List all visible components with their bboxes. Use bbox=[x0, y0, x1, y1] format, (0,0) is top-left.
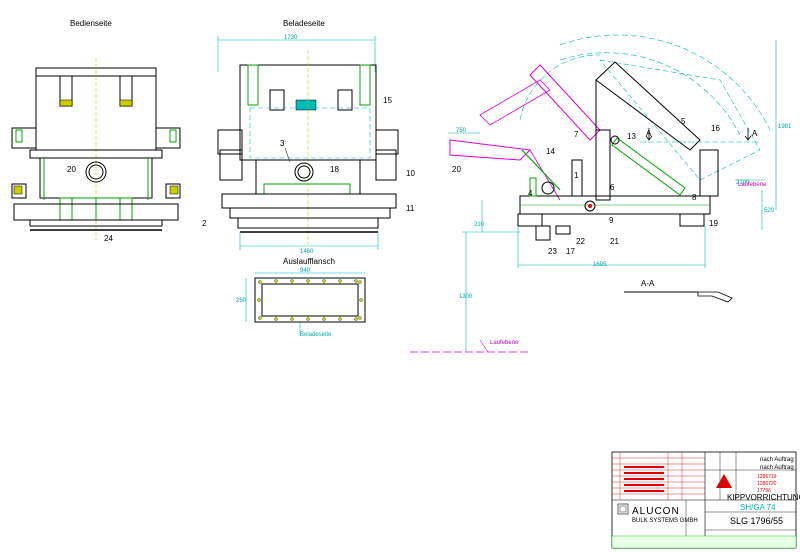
dim-250: 250 bbox=[236, 298, 247, 304]
part-label-4: 4 bbox=[528, 189, 533, 198]
drawing-sub: SH/GA 74 bbox=[740, 503, 776, 512]
operator-side-view: Bedienseite 20 24 bbox=[11, 19, 181, 243]
running-level-label-2: Laufebene bbox=[738, 182, 767, 188]
part-label-20b: 20 bbox=[452, 165, 461, 174]
title-block-cells bbox=[685, 500, 796, 536]
rev-code-2: 1286720 bbox=[757, 481, 777, 487]
dim-940: 940 bbox=[300, 268, 311, 274]
part-label-19: 19 bbox=[709, 219, 718, 228]
dim-520: 520 bbox=[764, 208, 775, 214]
section-aa-title: A-A bbox=[641, 279, 655, 288]
part-label-13: 13 bbox=[627, 132, 636, 141]
part-label-24: 24 bbox=[104, 234, 113, 243]
dim-1730: 1730 bbox=[284, 35, 298, 41]
note-2: nach Auftrag bbox=[760, 465, 794, 471]
dim-2100: 2100 bbox=[736, 180, 750, 186]
outlet-flange-side-label: Beladeseite bbox=[300, 332, 332, 338]
note-1: nach Auftrag bbox=[760, 457, 794, 463]
part-label-9: 9 bbox=[609, 216, 614, 225]
part-label-7: 7 bbox=[574, 130, 579, 139]
section-marker-a-left: A bbox=[646, 129, 652, 138]
part-label-11: 11 bbox=[406, 204, 415, 213]
company-name: ALUCON bbox=[632, 506, 680, 517]
part-label-17: 17 bbox=[566, 247, 575, 256]
side-view: 1981 750 1695 bbox=[410, 34, 792, 353]
section-marker-a-right: A bbox=[752, 129, 758, 138]
dim-1695: 1695 bbox=[593, 262, 607, 268]
part-label-14: 14 bbox=[546, 147, 555, 156]
title-block: nach Auftrag nach Auftrag 1286719 128672… bbox=[611, 451, 800, 549]
dim-1300: 1300 bbox=[459, 294, 473, 300]
dim-750: 750 bbox=[456, 128, 467, 134]
drawing-number: SLG 1796/55 bbox=[730, 516, 783, 526]
part-label-2: 2 bbox=[202, 219, 207, 228]
part-label-18: 18 bbox=[330, 165, 339, 174]
dim-1460: 1460 bbox=[300, 249, 314, 255]
loading-side-title: Beladeseite bbox=[283, 19, 325, 28]
part-label-5: 5 bbox=[681, 117, 686, 126]
running-level-label: Laufebene bbox=[490, 340, 519, 346]
outlet-flange-title: Auslaufflansch bbox=[283, 257, 335, 266]
operator-side-title: Bedienseite bbox=[70, 19, 112, 28]
company-sub: BULK SYSTEMS GMBH bbox=[632, 518, 698, 524]
drawing-title: KIPPVORRICHTUNG bbox=[727, 493, 800, 502]
part-label-6: 6 bbox=[610, 183, 615, 192]
part-label-15: 15 bbox=[383, 96, 392, 105]
part-label-20a: 20 bbox=[67, 165, 76, 174]
outlet-flange-view: Auslaufflansch 940 250 Beladeseite bbox=[236, 257, 366, 338]
part-label-22: 22 bbox=[576, 237, 585, 246]
dim-210: 210 bbox=[474, 222, 485, 228]
part-label-16: 16 bbox=[711, 124, 720, 133]
part-label-23: 23 bbox=[548, 247, 557, 256]
part-label-10: 10 bbox=[406, 169, 415, 178]
loading-side-view: Beladeseite 1730 1460 bbox=[202, 19, 415, 255]
rev-code-1: 1286719 bbox=[757, 474, 777, 480]
part-label-1: 1 bbox=[574, 171, 579, 180]
section-aa-view: A-A bbox=[624, 279, 733, 303]
rev-code-3: 17796 bbox=[757, 488, 771, 494]
part-label-3: 3 bbox=[280, 139, 285, 148]
part-label-8: 8 bbox=[692, 193, 697, 202]
part-label-21: 21 bbox=[610, 237, 619, 246]
dim-1981: 1981 bbox=[778, 124, 792, 130]
